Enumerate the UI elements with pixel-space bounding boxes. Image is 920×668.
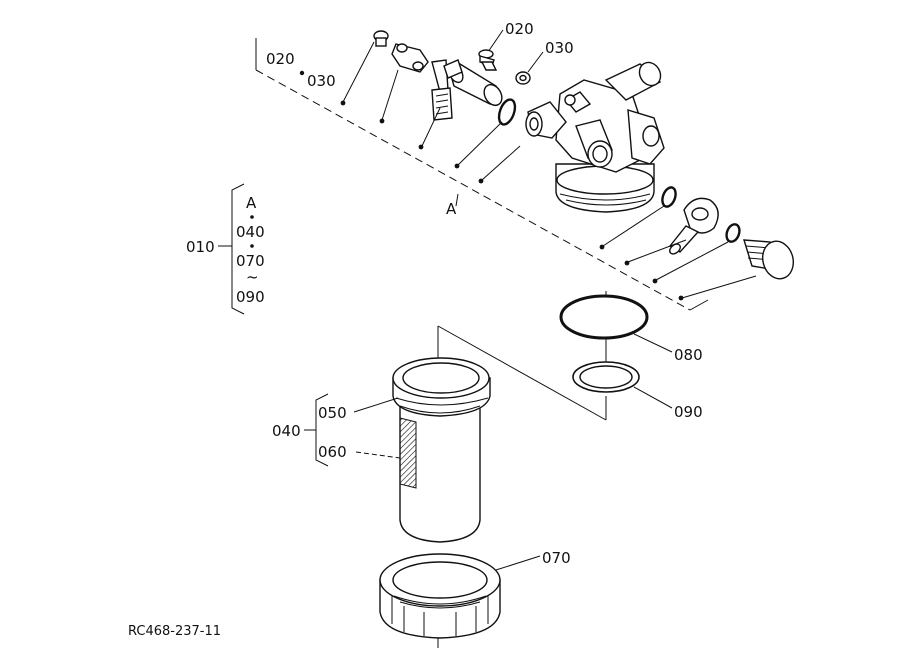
o-ring-bolt-part [652, 223, 741, 284]
screw-part [340, 30, 389, 106]
label-group-tilde: ~ [246, 268, 259, 286]
label-020-top: 020 [505, 20, 534, 38]
group-bracket-010 [218, 183, 245, 315]
banjo-fitting-part [624, 197, 719, 266]
label-group-a: A [246, 194, 257, 212]
group-dot-2 [250, 244, 254, 248]
filter-cup-050-part [392, 357, 491, 543]
label-050: 050 [318, 404, 347, 422]
label-070: 070 [542, 549, 571, 567]
axis-lines [437, 325, 607, 648]
o-ring-080-part [559, 291, 673, 353]
label-040: 040 [272, 422, 301, 440]
label-group-070: 070 [236, 252, 265, 270]
label-060: 060 [318, 443, 347, 461]
label-a-ref: A [446, 200, 457, 218]
banjo-bolt-part [678, 239, 795, 301]
drawing-id: RC468-237-11 [128, 624, 221, 639]
label-020-left: 020 [266, 50, 295, 68]
gasket-090-part [572, 361, 673, 409]
group-bracket-040 [304, 393, 329, 467]
label-090: 090 [674, 403, 703, 421]
label-010: 010 [186, 238, 215, 256]
filter-label-060-part [399, 417, 417, 489]
o-ring-small-part [454, 98, 517, 169]
label-030-left: 030 [307, 72, 336, 90]
label-080: 080 [674, 346, 703, 364]
bracket-part [379, 43, 429, 124]
ring-nut-070-part [379, 553, 541, 639]
label-group-090: 090 [236, 288, 265, 306]
label-030-top: 030 [545, 39, 574, 57]
filter-head-part [525, 61, 665, 213]
washer-030-part [515, 71, 531, 85]
label-group-040: 040 [236, 223, 265, 241]
group-dot-1 [250, 215, 254, 219]
cock-body-part [443, 59, 503, 107]
label-separator-dot [299, 70, 305, 76]
bolt-020-part [478, 49, 498, 71]
o-ring-right-part [599, 186, 677, 250]
explosion-boundary [255, 38, 709, 311]
